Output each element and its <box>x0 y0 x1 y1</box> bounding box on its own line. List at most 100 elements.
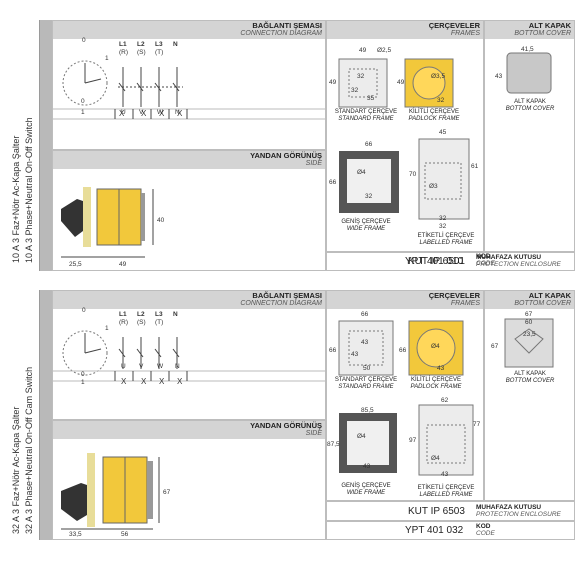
bottom-term-w: W <box>157 109 164 116</box>
side-dim-a: 25,5 <box>69 261 82 268</box>
enclosure-code-2: KUT IP 6503 <box>408 506 465 517</box>
std-frame-label-2: STANDART ÇERÇEVE STANDARD FRAME <box>334 377 398 390</box>
mark-4-2: X <box>177 377 183 386</box>
terminal-sub-t: (T) <box>155 49 164 56</box>
std-frame-d2-2: 43 <box>361 339 369 346</box>
bottom-term-u: U <box>121 109 126 116</box>
cover-label: ALT KAPAK BOTTOM COVER <box>505 99 555 112</box>
dial-pos-0: 0 <box>82 37 86 44</box>
side-dim-a-2: 33,5 <box>69 531 82 538</box>
padlock-d2: 32 <box>437 97 445 104</box>
connection-header: BAĞLANTI ŞEMASI CONNECTION DIAGRAM <box>53 21 325 39</box>
mark-2: X <box>141 109 147 118</box>
connection-diagram-box-2: BAĞLANTI ŞEMASI CONNECTION DIAGRAM 0 1 L… <box>52 290 326 420</box>
side-dim-c: 40 <box>157 217 165 224</box>
labelled-h: 70 <box>409 171 417 178</box>
side-view-box: YANDAN GÖRÜNÜŞ SIDE 25,5 49 40 <box>52 150 326 271</box>
code-label-1: KOD CODE <box>476 253 495 267</box>
wide-frame-label-2: GENİŞ ÇERÇEVE WIDE FRAME <box>341 483 391 496</box>
terminal-l1: L1 <box>119 41 127 48</box>
dial-pos-0-2: 0 <box>82 307 86 314</box>
terminal-l3: L3 <box>155 41 163 48</box>
wide-frame-w: 66 <box>365 141 373 148</box>
side-title-tr: 10 A 3 Faz+Nötr Ac-Kapa Şalter <box>11 135 21 263</box>
padlock-frame-label-2: KİLİTLİ ÇERÇEVE PADLOCK FRAME <box>410 377 462 390</box>
bottom-term-w-2: W <box>157 363 164 370</box>
bottom-term-n: N <box>175 109 180 116</box>
terminal-sub-s: (S) <box>137 49 146 56</box>
frames-box-2: ÇERÇEVELER FRAMES 66 66 43 43 50 Ø4 43 6… <box>326 290 484 501</box>
cover-h: 43 <box>495 73 503 80</box>
cover-d1-2: 60 <box>525 319 533 326</box>
dial-pos-1-2: 1 <box>105 325 109 332</box>
switch-dial-diagram <box>53 60 325 120</box>
padlock-d1-2: Ø4 <box>431 343 440 350</box>
labelled-frame-label-2: ETİKETLİ ÇERÇEVE LABELLED FRAME <box>417 485 475 498</box>
bottom-cover-header: ALT KAPAK BOTTOM COVER <box>485 21 574 39</box>
product-panel-32a: 32 A 3 Faz+Nötr Ac-Kapa Şalter 32 A 3 Ph… <box>0 290 575 540</box>
enclosure-label: MUHAFAZA KUTUSU PROTECTION ENCLOSURE <box>476 254 561 268</box>
bottom-cover-box-2: ALT KAPAK BOTTOM COVER 67 60 23,5 67 ALT… <box>484 290 575 501</box>
mark-1: X <box>119 109 125 118</box>
mark-3-2: X <box>159 377 165 386</box>
mark-4: X <box>177 109 183 118</box>
std-frame-w: 49 <box>359 47 367 54</box>
grey-strip <box>40 20 52 271</box>
std-frame-d4: 35 <box>367 95 375 102</box>
wide-frame-w-2: 85,5 <box>361 407 374 414</box>
padlock-h-2: 66 <box>399 347 407 354</box>
wide-frame-d1: Ø4 <box>357 169 366 176</box>
frames-header-2: ÇERÇEVELER FRAMES <box>327 291 483 309</box>
std-frame-label: STANDART ÇERÇEVE STANDARD FRAME <box>334 109 398 122</box>
terminal-sub-r: (R) <box>119 49 129 56</box>
connection-header-2: BAĞLANTI ŞEMASI CONNECTION DIAGRAM <box>53 291 325 309</box>
padlock-frame-label: KİLİTLİ ÇERÇEVE PADLOCK FRAME <box>408 109 460 122</box>
frames-drawing <box>338 58 470 220</box>
side-dim-b-2: 56 <box>121 531 129 538</box>
product-code-2: YPT 401 032 <box>405 525 464 536</box>
enclosure-code: KUT IP 6501 <box>408 256 465 267</box>
side-title-area: 10 A 3 Faz+Nötr Ac-Kapa Şalter 10 A 3 Ph… <box>0 20 40 271</box>
side-title-en: 10 A 3 Phase+Neutral On-Off Switch <box>24 117 34 263</box>
labelled-d2-2: 43 <box>441 471 449 478</box>
std-frame-d4-2: 50 <box>363 365 371 372</box>
mark-2-2: X <box>141 377 147 386</box>
wide-frame-d1-2: Ø4 <box>357 433 366 440</box>
std-frame-d3: 32 <box>351 87 359 94</box>
wide-frame-h-2: 87,5 <box>327 441 340 448</box>
bottom-term-v-2: V <box>139 363 144 370</box>
bottom-cover-header-2: ALT KAPAK BOTTOM COVER <box>485 291 574 309</box>
frames-box: ÇERÇEVELER FRAMES 49 Ø2,5 49 32 32 35 Ø3… <box>326 20 484 252</box>
switch-dial-diagram-2 <box>53 330 325 382</box>
connection-diagram-box: BAĞLANTI ŞEMASI CONNECTION DIAGRAM 0 1 L… <box>52 20 326 150</box>
std-frame-h: 49 <box>329 79 337 86</box>
wide-frame-d2: 32 <box>365 193 373 200</box>
grey-strip-2 <box>40 290 52 540</box>
terminal-l3-2: L3 <box>155 311 163 318</box>
cover-w-2: 67 <box>525 311 533 318</box>
cover-d2-2: 23,5 <box>523 331 536 338</box>
terminal-n: N <box>173 41 178 48</box>
terminal-n-2: N <box>173 311 178 318</box>
mark-1-2: X <box>121 377 127 386</box>
labelled-h-2: 97 <box>409 437 417 444</box>
cover-h-2: 67 <box>491 343 499 350</box>
labelled-d1-2: Ø4 <box>431 455 440 462</box>
code-label-2: KOD CODE <box>476 523 495 537</box>
side-view-drawing-2 <box>61 453 160 530</box>
cover-drawing <box>506 52 552 94</box>
labelled-d2: 32 <box>439 215 447 222</box>
row-0-label-2: 0 <box>81 371 85 378</box>
product-panel-10a: 10 A 3 Faz+Nötr Ac-Kapa Şalter 10 A 3 Ph… <box>0 20 575 271</box>
terminal-sub-t-2: (T) <box>155 319 164 326</box>
row-0-label: 0 <box>81 98 85 105</box>
padlock-d2-2: 43 <box>437 365 445 372</box>
labelled-w-2: 62 <box>441 397 449 404</box>
side-dim-c-2: 67 <box>163 489 171 496</box>
row-1-label: 1 <box>81 109 85 116</box>
labelled-d1: Ø3 <box>429 183 438 190</box>
std-frame-w-2: 66 <box>361 311 369 318</box>
side-title-tr-2: 32 A 3 Faz+Nötr Ac-Kapa Şalter <box>11 406 21 534</box>
row-1-label-2: 1 <box>81 379 85 386</box>
side-view-header-2: YANDAN GÖRÜNÜŞ SIDE <box>53 421 325 439</box>
